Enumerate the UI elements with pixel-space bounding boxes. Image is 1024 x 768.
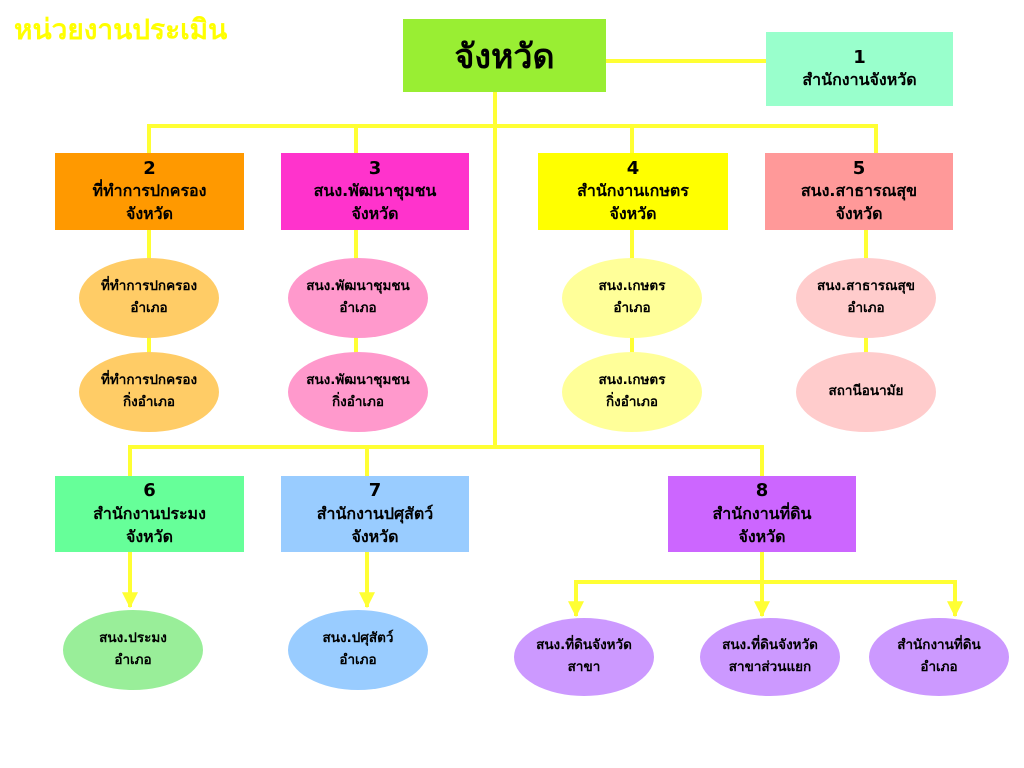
unit-1-label: สำนักงานจังหวัด xyxy=(802,70,917,90)
unit-8-child-3-line2: อำเภอ xyxy=(920,659,958,675)
unit-6-number: 6 xyxy=(143,480,156,502)
unit-6-child-1-line1: สนง.ประมง xyxy=(99,630,167,647)
unit-3-box: 3 สนง.พัฒนาชุมชน จังหวัด xyxy=(281,153,469,230)
unit-4-label-line2: จังหวัด xyxy=(609,204,657,224)
province-label: จังหวัด xyxy=(454,36,555,77)
unit-7-child-1-line1: สนง.ปศุสัตว์ xyxy=(322,630,394,647)
unit-3-child-2-line2: กิ่งอำเภอ xyxy=(331,394,385,410)
unit-2-child-2-line2: กิ่งอำเภอ xyxy=(122,394,176,410)
unit-3-child-1: สนง.พัฒนาชุมชน อำเภอ xyxy=(288,258,428,338)
unit-3-child-1-line1: สนง.พัฒนาชุมชน xyxy=(306,278,410,295)
unit-4-label-line1: สำนักงานเกษตร xyxy=(577,181,689,201)
unit-3-child-2: สนง.พัฒนาชุมชน กิ่งอำเภอ xyxy=(288,352,428,432)
unit-8-child-1: สนง.ที่ดินจังหวัด สาขา xyxy=(514,618,654,696)
unit-3-child-2-line1: สนง.พัฒนาชุมชน xyxy=(306,372,410,389)
unit-8-box: 8 สำนักงานที่ดิน จังหวัด xyxy=(668,476,856,552)
unit-2-child-2: ที่ทำการปกครอง กิ่งอำเภอ xyxy=(79,352,219,432)
unit-8-child-2-line2: สาขาส่วนแยก xyxy=(728,659,812,675)
unit-4-child-1: สนง.เกษตร อำเภอ xyxy=(562,258,702,338)
unit-5-label-line1: สนง.สาธารณสุข xyxy=(800,181,918,201)
unit-6-child-1: สนง.ประมง อำเภอ xyxy=(63,610,203,690)
unit-6-label-line1: สำนักงานประมง xyxy=(93,503,206,523)
unit-4-child-2-line2: กิ่งอำเภอ xyxy=(605,394,659,410)
unit-3-label-line2: จังหวัด xyxy=(351,204,399,224)
unit-4-child-2-line1: สนง.เกษตร xyxy=(598,372,666,389)
unit-6-box: 6 สำนักงานประมง จังหวัด xyxy=(55,476,244,552)
page-title: หน่วยงานประเมิน xyxy=(14,13,228,46)
unit-1-number: 1 xyxy=(853,46,866,68)
unit-7-child-1: สนง.ปศุสัตว์ อำเภอ xyxy=(288,610,428,690)
unit-8-child-1-line1: สนง.ที่ดินจังหวัด xyxy=(536,637,632,654)
unit-5-child-2: สถานีอนามัย xyxy=(796,352,936,432)
unit-4-child-1-line2: อำเภอ xyxy=(613,300,651,316)
unit-4-number: 4 xyxy=(626,157,640,179)
unit-5-number: 5 xyxy=(852,157,866,179)
unit-2-label-line1: ที่ทำการปกครอง xyxy=(92,181,207,201)
unit-2-child-1-line1: ที่ทำการปกครอง xyxy=(100,278,198,295)
province-box: จังหวัด xyxy=(403,19,606,92)
unit-8-child-1-line2: สาขา xyxy=(567,659,601,675)
unit-8-number: 8 xyxy=(755,480,769,502)
unit-5-box: 5 สนง.สาธารณสุข จังหวัด xyxy=(765,153,953,230)
unit-3-number: 3 xyxy=(368,157,382,179)
unit-8-child-2-line1: สนง.ที่ดินจังหวัด xyxy=(722,637,818,654)
unit-6-label-line2: จังหวัด xyxy=(125,526,174,546)
unit-2-label-line2: จังหวัด xyxy=(125,204,174,224)
unit-7-number: 7 xyxy=(368,480,382,502)
unit-1-box: 1 สำนักงานจังหวัด xyxy=(766,32,953,106)
unit-7-box: 7 สำนักงานปศุสัตว์ จังหวัด xyxy=(281,476,469,552)
unit-5-child-1: สนง.สาธารณสุข อำเภอ xyxy=(796,258,936,338)
unit-3-label-line1: สนง.พัฒนาชุมชน xyxy=(313,181,437,201)
unit-7-label-line2: จังหวัด xyxy=(351,526,399,546)
unit-8-label-line1: สำนักงานที่ดิน xyxy=(712,503,812,523)
unit-4-child-2: สนง.เกษตร กิ่งอำเภอ xyxy=(562,352,702,432)
unit-2-child-1-line2: อำเภอ xyxy=(130,300,168,316)
unit-8-label-line2: จังหวัด xyxy=(738,526,786,546)
unit-8-child-3-line1: สำนักงานที่ดิน xyxy=(897,637,981,654)
unit-4-box: 4 สำนักงานเกษตร จังหวัด xyxy=(538,153,728,230)
unit-3-child-1-line2: อำเภอ xyxy=(339,300,377,316)
unit-8-child-2: สนง.ที่ดินจังหวัด สาขาส่วนแยก xyxy=(700,618,840,696)
unit-2-box: 2 ที่ทำการปกครอง จังหวัด xyxy=(55,153,244,230)
unit-5-child-1-line2: อำเภอ xyxy=(847,300,885,316)
unit-5-label-line2: จังหวัด xyxy=(835,204,883,224)
unit-2-child-1: ที่ทำการปกครอง อำเภอ xyxy=(79,258,219,338)
unit-7-label-line1: สำนักงานปศุสัตว์ xyxy=(316,503,434,523)
unit-6-child-1-line2: อำเภอ xyxy=(114,652,152,668)
unit-8-child-3: สำนักงานที่ดิน อำเภอ xyxy=(869,618,1009,696)
unit-2-number: 2 xyxy=(143,157,156,179)
unit-5-child-2-line1: สถานีอนามัย xyxy=(828,383,904,400)
unit-2-child-2-line1: ที่ทำการปกครอง xyxy=(100,372,198,389)
unit-7-child-1-line2: อำเภอ xyxy=(339,652,377,668)
unit-4-child-1-line1: สนง.เกษตร xyxy=(598,278,666,295)
unit-5-child-1-line1: สนง.สาธารณสุข xyxy=(816,278,916,295)
